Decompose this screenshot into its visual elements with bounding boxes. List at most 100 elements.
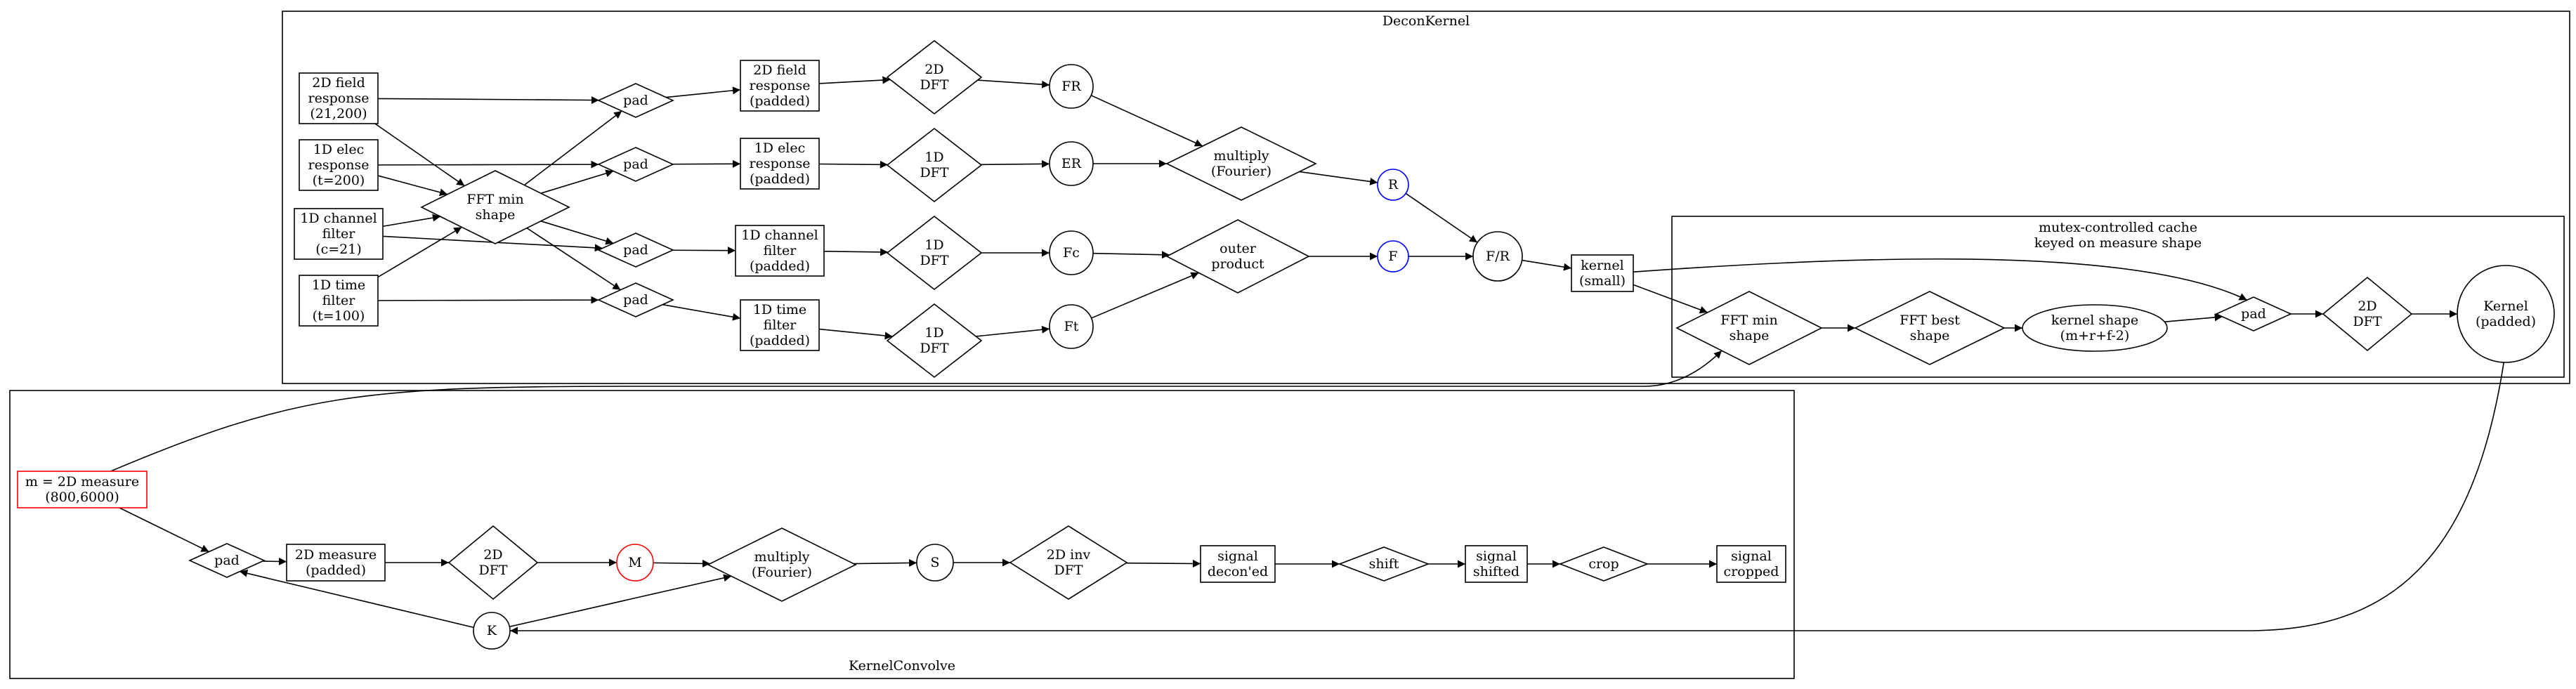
edge-pad1-to-frp	[666, 86, 741, 98]
node-chp-shape	[735, 225, 825, 277]
node-chp-label: filter	[764, 243, 797, 258]
edge-K-to-mult2	[509, 574, 732, 628]
edge-fr_in-to-pad1	[377, 96, 599, 105]
node-dftm-label: DFT	[478, 563, 507, 578]
node-sshift-shape	[1465, 545, 1528, 583]
edge-pad4-to-tmp	[662, 303, 741, 321]
node-frp-label: 2D field	[753, 63, 806, 78]
edge-tm_in-to-fftmin1	[377, 226, 462, 278]
deconkernel-label: DeconKernel	[1382, 13, 1470, 29]
node-M-shape	[616, 544, 654, 582]
node-outer-shape	[1165, 219, 1310, 294]
node-mult2: multiply(Fourier)	[707, 527, 857, 602]
node-tm_in-shape	[299, 275, 379, 327]
node-R: R	[1377, 169, 1409, 201]
edges-layer	[110, 76, 2505, 635]
node-padk: pad	[2215, 296, 2292, 332]
node-dft4-label: DFT	[920, 341, 948, 356]
node-idft-label: 2D inv	[1047, 547, 1091, 563]
node-fr_in-shape	[299, 72, 379, 124]
node-ER-shape	[1049, 141, 1094, 186]
node-shift-shape	[1338, 546, 1430, 582]
node-ch_in-label: filter	[322, 226, 356, 242]
node-mp-shape	[286, 544, 386, 582]
edge-fftmin1-to-pad1	[523, 110, 622, 186]
node-dft1-label: 2D	[924, 62, 943, 77]
node-erp-label: (padded)	[750, 171, 810, 187]
edge-er_in-to-fftmin1	[377, 175, 448, 197]
node-crop: crop	[1558, 546, 1649, 582]
node-sdecon-label: decon'ed	[1208, 564, 1268, 579]
node-crop-shape	[1558, 546, 1649, 582]
node-tmp-label: (padded)	[750, 333, 810, 348]
node-FR: FR	[1049, 64, 1094, 109]
node-ksmall: kernel(small)	[1571, 254, 1634, 292]
edge-R-to-FoverR	[1405, 192, 1478, 243]
node-fftmin1-shape	[420, 170, 570, 244]
node-K: K	[473, 612, 511, 650]
node-fftmin1-label: shape	[476, 207, 516, 223]
node-ksmall-label: kernel	[1581, 258, 1623, 273]
node-kpadded-label: (padded)	[2476, 314, 2536, 329]
node-dft1-label: DFT	[920, 77, 948, 93]
node-padm: pad	[188, 543, 266, 578]
node-K-label: K	[487, 623, 497, 638]
node-mp: 2D measure(padded)	[286, 544, 386, 582]
node-ER: ER	[1049, 141, 1094, 186]
node-mult2-shape	[707, 527, 857, 602]
node-chp-label: 1D channel	[741, 228, 818, 243]
node-idft-shape	[1009, 525, 1128, 600]
node-dftm-label: 2D	[483, 547, 502, 563]
node-S-shape	[916, 544, 954, 582]
node-dft4-label: 1D	[924, 325, 943, 341]
node-erp-label: response	[750, 156, 811, 171]
node-ksmall-label: (small)	[1579, 273, 1626, 289]
node-F-shape	[1377, 240, 1409, 273]
node-dftk-label: DFT	[2353, 314, 2381, 329]
node-dft1-shape	[886, 39, 983, 115]
node-kpadded-shape	[2457, 265, 2555, 363]
node-ksmall-shape	[1571, 254, 1634, 292]
node-mult1-label: multiply	[1213, 148, 1269, 164]
node-pad1-shape	[597, 83, 674, 118]
node-M-label: M	[628, 555, 641, 570]
edge-frp-to-dft1	[818, 76, 891, 84]
node-dft2-shape	[886, 127, 983, 203]
node-sshift-label: signal	[1476, 549, 1517, 564]
node-crop-label: crop	[1588, 556, 1619, 572]
edge-ksmall-to-padk	[1633, 258, 2248, 301]
cache-cluster	[1671, 216, 2565, 378]
node-pad1: pad	[597, 83, 674, 118]
node-FoverR-label: F/R	[1486, 249, 1510, 264]
node-pad4-label: pad	[623, 292, 648, 308]
node-mult1-label: (Fourier)	[1211, 164, 1271, 179]
node-shift: shift	[1338, 546, 1430, 582]
node-kshape-label: kernel shape	[2051, 313, 2138, 328]
edge-m-to-fftmin2	[110, 350, 1722, 472]
node-er_in-label: 1D elec	[313, 142, 365, 157]
node-kpadded-label: Kernel	[2483, 298, 2528, 314]
node-kpadded: Kernel(padded)	[2457, 265, 2555, 363]
node-erp-label: 1D elec	[754, 140, 806, 156]
node-idft-label: DFT	[1054, 563, 1083, 578]
node-ER-label: ER	[1061, 156, 1082, 171]
node-Ft: Ft	[1049, 304, 1094, 349]
edge-fftmin1-to-pad3	[540, 221, 614, 245]
edge-kpadded-to-K	[510, 362, 2505, 635]
node-mult2-label: (Fourier)	[752, 565, 812, 580]
edge-m-to-padm	[119, 507, 209, 553]
node-sshift-label: shifted	[1473, 564, 1519, 579]
node-F-label: F	[1388, 249, 1397, 264]
edge-Fc-to-outer	[1092, 251, 1170, 259]
node-pad3: pad	[597, 232, 674, 268]
node-tmp-label: 1D time	[753, 302, 806, 317]
node-K-shape	[473, 612, 511, 650]
node-pad3-label: pad	[623, 242, 648, 258]
